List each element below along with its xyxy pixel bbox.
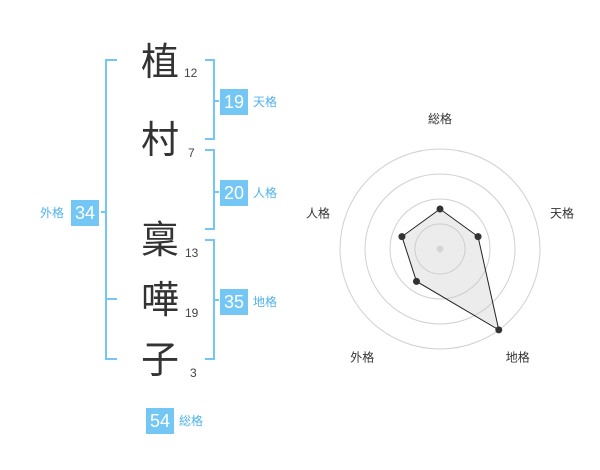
radar-polygon	[401, 208, 500, 331]
char-5-strokes: 3	[190, 366, 197, 380]
char-1-strokes: 12	[184, 66, 198, 80]
radar-axis-label: 人格	[306, 205, 330, 220]
radar-ring-3	[364, 173, 516, 325]
char-5: 子	[140, 338, 179, 382]
radar-axis-label: 天格	[550, 205, 574, 220]
gaikaku-value: 34	[71, 200, 99, 226]
char-1: 植	[140, 40, 179, 84]
tenkaku-value: 19	[220, 89, 248, 115]
jinkaku-value: 20	[220, 180, 248, 206]
char-3: 稟	[140, 218, 179, 262]
chikaku-value: 35	[220, 289, 248, 315]
soukaku-value: 54	[146, 408, 174, 434]
radar-point-4	[412, 277, 420, 285]
char-3-strokes: 13	[185, 246, 199, 260]
soukaku-label: 総格	[179, 414, 204, 428]
radar-ring-1	[414, 223, 466, 275]
radar-center-dot	[436, 245, 444, 253]
radar-point-1	[436, 205, 444, 213]
radar-axis-label: 外格	[350, 350, 374, 365]
gaikaku-label: 外格	[40, 206, 65, 220]
char-4: 嘩	[140, 278, 179, 322]
radar-ring-4	[339, 148, 541, 350]
char-4-strokes: 19	[185, 306, 199, 320]
radar-point-3	[495, 326, 503, 334]
radar-axis-label: 総格	[428, 111, 452, 126]
chikaku-label: 地格	[253, 295, 278, 309]
radar-axis-label: 地格	[506, 350, 530, 365]
char-2-strokes: 7	[188, 146, 195, 160]
radar-ring-2	[389, 198, 491, 300]
tenkaku-label: 天格	[253, 95, 278, 109]
char-2: 村	[140, 118, 179, 162]
radar-point-2	[474, 233, 482, 241]
jinkaku-label: 人格	[253, 186, 278, 200]
radar-point-5	[398, 233, 406, 241]
